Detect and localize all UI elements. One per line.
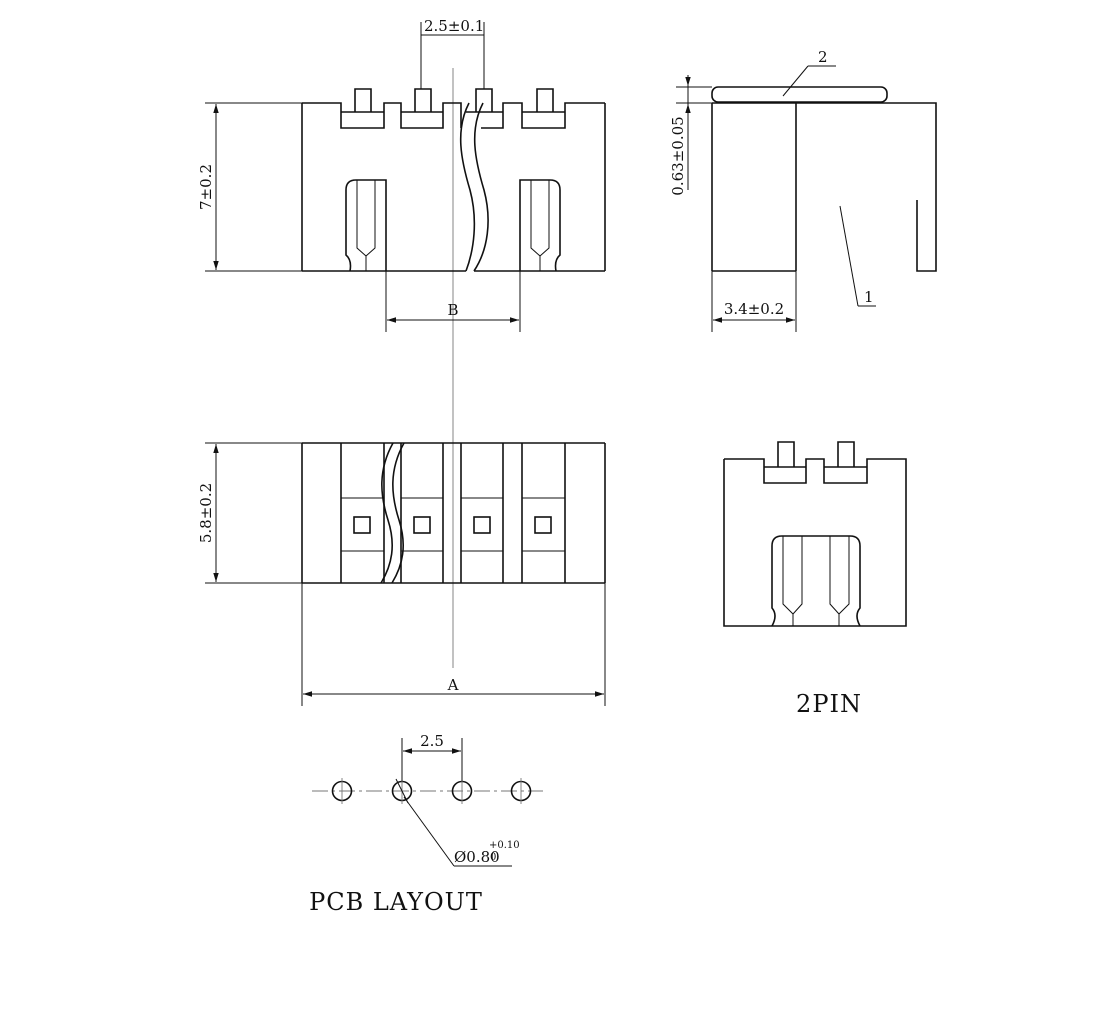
dim-height-front: 7±0.2	[197, 102, 302, 272]
dim-pitch-top: 2.5±0.1	[420, 17, 485, 89]
cover-plate	[711, 86, 888, 103]
dim-hole-diameter-text: Ø0.80	[454, 848, 500, 866]
dim-pcb-pitch-text: 2.5	[420, 732, 444, 750]
dim-a-text: A	[447, 676, 459, 694]
dim-a: A	[301, 583, 606, 706]
dim-hole-diameter: Ø0.80 +0.10 0	[395, 778, 520, 867]
dim-height-bottom: 5.8±0.2	[197, 442, 302, 584]
front-view	[301, 88, 606, 272]
dim-hole-tol-plus: +0.10	[489, 840, 520, 851]
break-line-front	[459, 102, 476, 272]
latch-left	[345, 179, 387, 272]
pcb-layout	[312, 778, 543, 804]
variant-label: 2PIN	[796, 690, 862, 718]
pcb-layout-label: PCB LAYOUT	[309, 888, 483, 916]
dim-width-side: 3.4±0.2	[711, 271, 797, 332]
dim-pcb-pitch: 2.5	[401, 732, 463, 781]
side-view: 2 1	[711, 48, 937, 307]
two-pin-view	[723, 441, 907, 627]
break-line-bottom	[380, 442, 394, 584]
bottom-view	[301, 442, 606, 584]
dim-hole-tol-minus: 0	[490, 852, 496, 863]
bottom-pin-squares	[353, 516, 552, 534]
dim-b-text: B	[447, 301, 458, 319]
dim-pitch-top-text: 2.5±0.1	[424, 17, 484, 35]
dim-height-front-text: 7±0.2	[197, 164, 215, 210]
balloon-1: 1	[864, 288, 874, 306]
balloon-2: 2	[818, 48, 828, 66]
dim-depth-side: 0.63±0.05	[669, 75, 712, 196]
front-pins	[341, 88, 565, 113]
dim-b: B	[385, 271, 521, 332]
dim-width-side-text: 3.4±0.2	[724, 300, 784, 318]
dim-depth-side-text: 0.63±0.05	[669, 116, 687, 195]
dim-height-bottom-text: 5.8±0.2	[197, 483, 215, 543]
latch-right	[519, 179, 561, 272]
